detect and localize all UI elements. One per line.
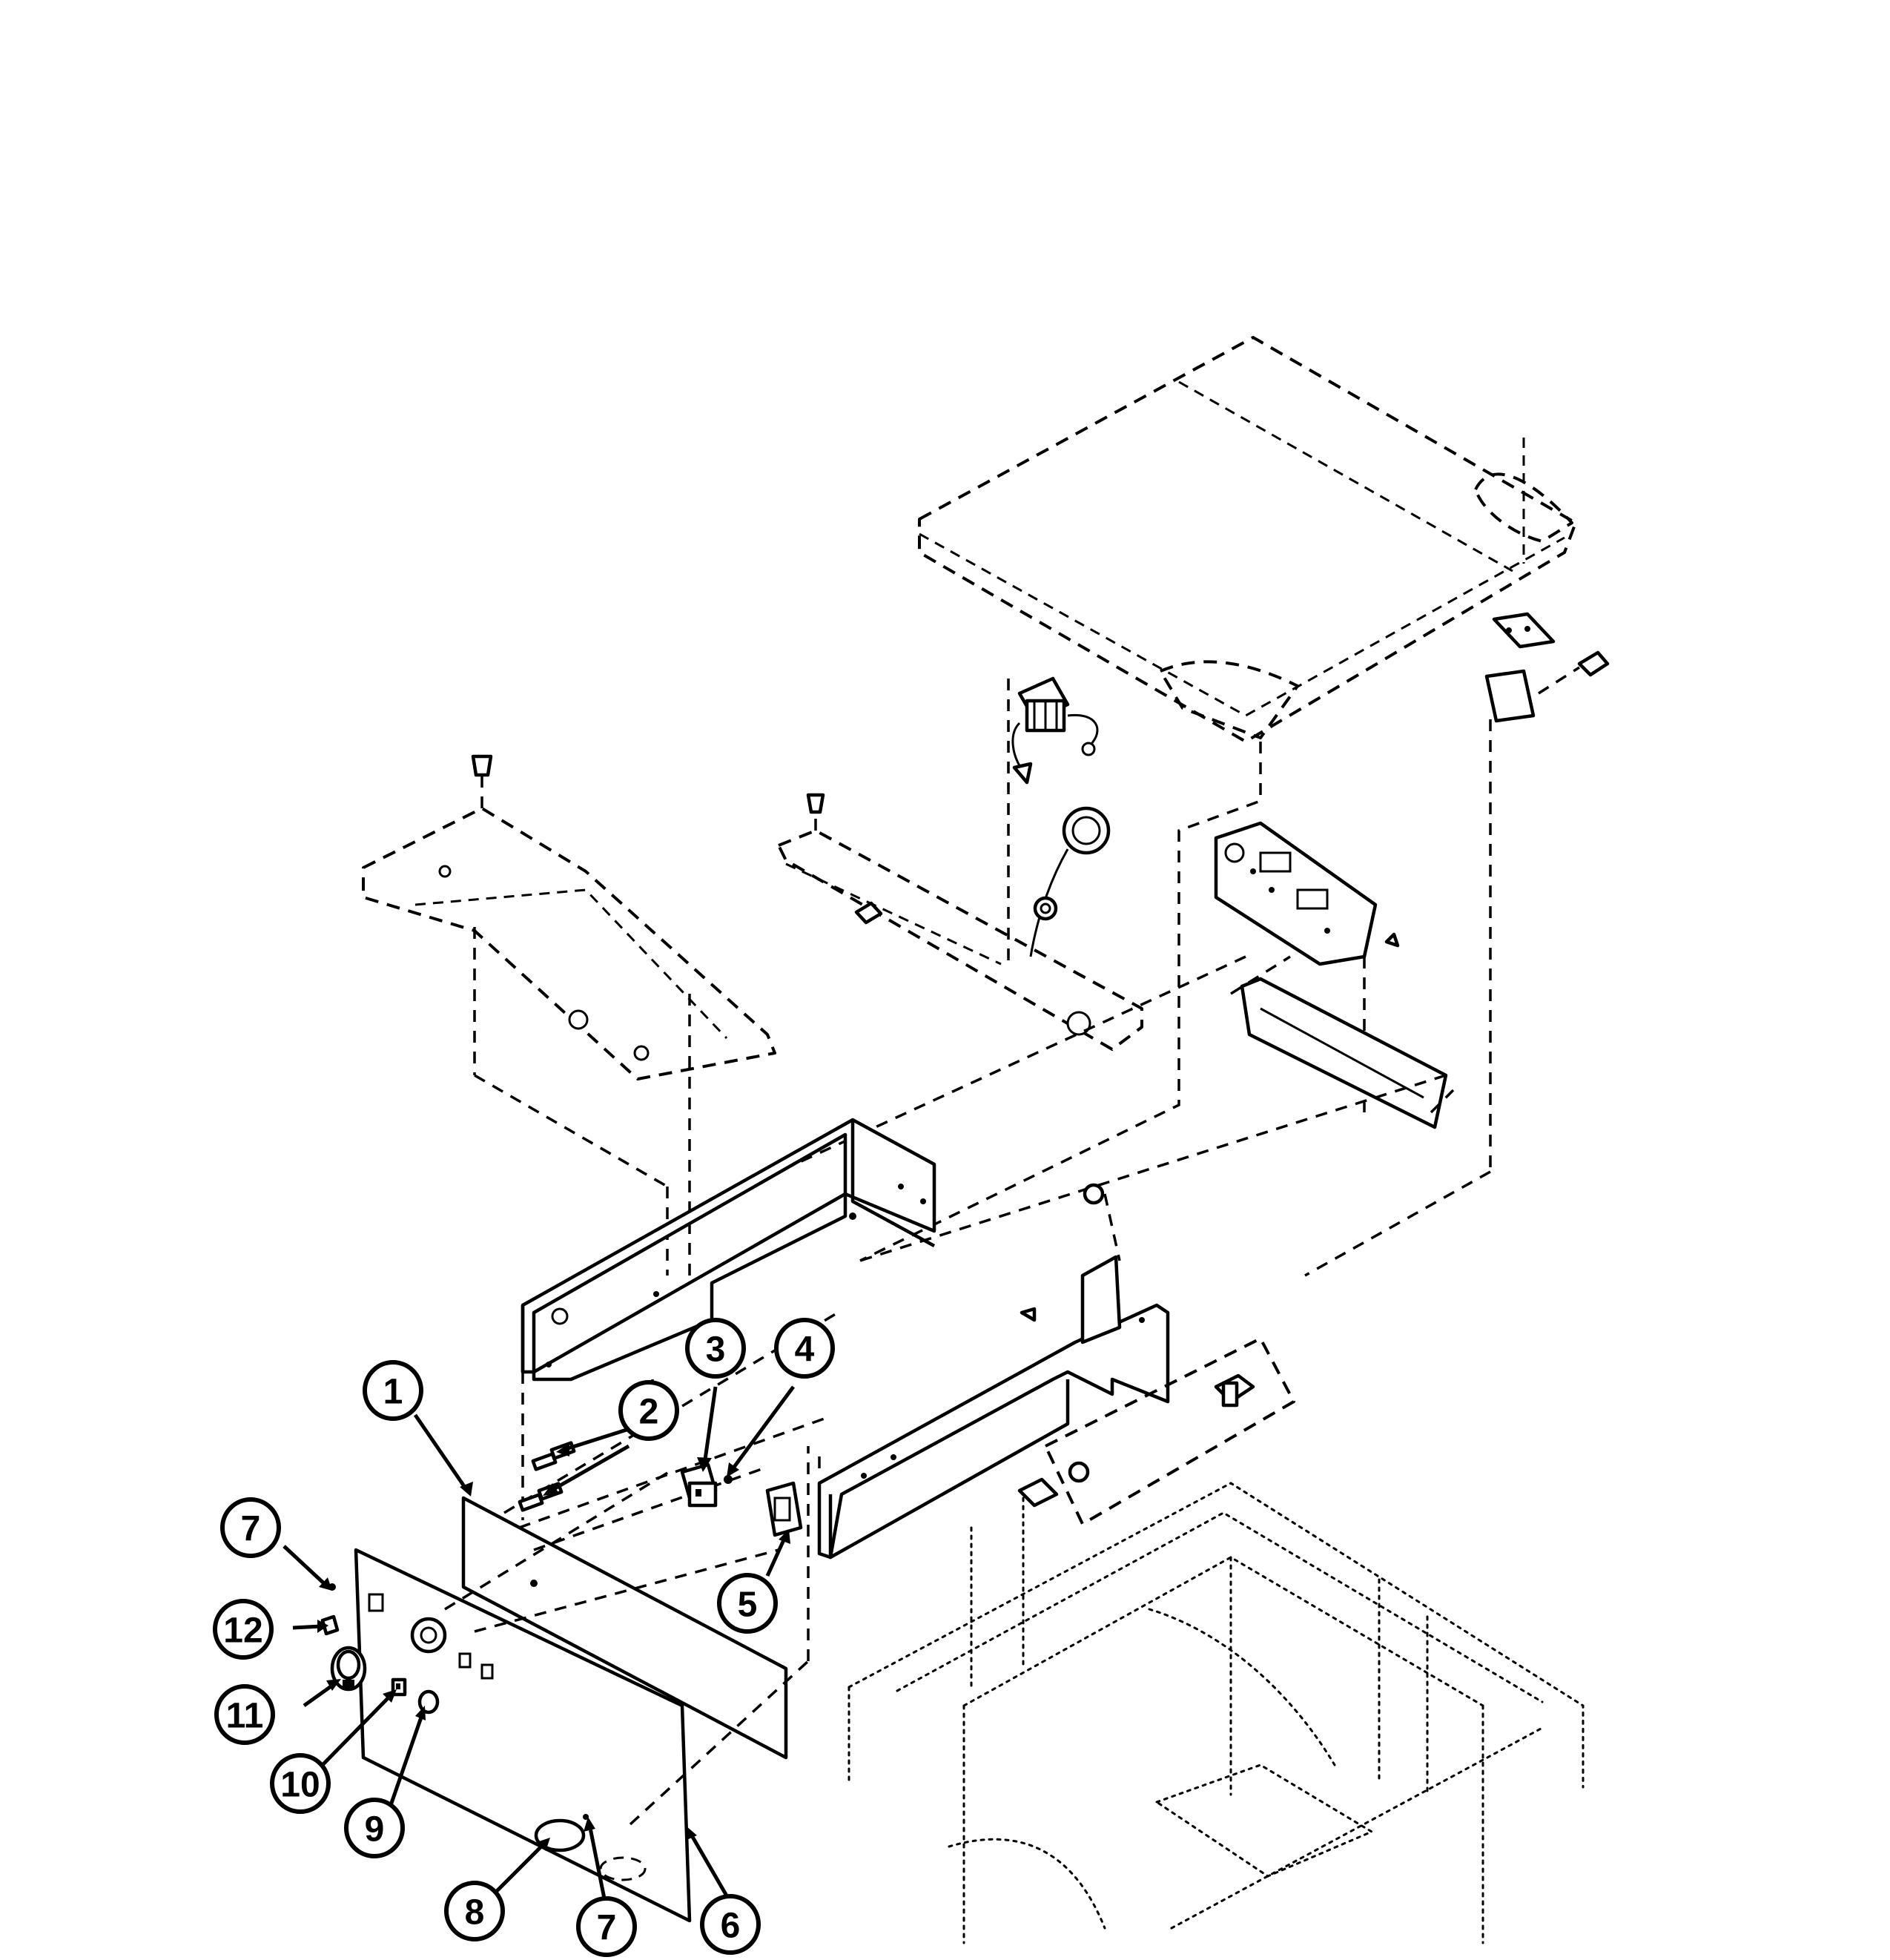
callout-10-label: 10 [280,1766,320,1805]
callout-5: 5 [717,1573,778,1634]
callout-4: 4 [774,1318,835,1379]
right-console-bracket [817,1183,1170,1560]
callout-1-label: 1 [383,1373,403,1412]
control-board [1214,821,1400,1112]
left-mounting-plate [362,754,776,1276]
clip-part-4 [724,1475,733,1484]
callout-arrows [282,1385,796,1904]
callout-6: 6 [700,1894,761,1955]
callout-7-upper: 7 [220,1497,281,1558]
callout-2: 2 [618,1380,679,1441]
callout-10: 10 [270,1753,331,1814]
washer-cabinet [847,1482,1585,1944]
callout-2-label: 2 [639,1393,659,1432]
callout-7-lower-label: 7 [597,1909,617,1948]
callout-12-label: 12 [223,1611,262,1651]
knob-part-11 [330,1646,367,1692]
callout-8: 8 [444,1881,505,1941]
callout-3-label: 3 [706,1330,726,1370]
lid-hinge-bracket [1304,612,1610,1277]
center-bar-plate [688,793,1143,1276]
callout-7-lower: 7 [576,1896,637,1957]
callout-5-label: 5 [738,1586,758,1625]
callout-4-label: 4 [795,1330,815,1370]
left-console-bracket [521,1118,936,1382]
callout-9: 9 [344,1798,405,1858]
callout-7-upper-label: 7 [241,1510,261,1549]
callout-12: 12 [213,1599,274,1660]
callout-11: 11 [214,1684,275,1745]
switch-part-3 [680,1462,718,1508]
switch-part-5 [765,1481,803,1537]
board-mount-bracket [1230,955,1455,1129]
control-panel-front [354,1548,692,1923]
callout-8-label: 8 [465,1893,485,1933]
timer-motor [1007,676,1099,964]
top-lid [918,336,1577,743]
callout-1: 1 [363,1360,423,1421]
hardware-kit-box [1017,1337,1295,1525]
callout-3: 3 [685,1318,746,1379]
callout-11-label: 11 [226,1697,264,1736]
callout-9-label: 9 [365,1810,385,1850]
callout-6-label: 6 [721,1907,741,1946]
console-back-panel [461,1496,788,1760]
pressure-switch [1029,806,1111,957]
button-part-12 [320,1614,340,1636]
assembly-guide-lines [681,742,1447,1262]
